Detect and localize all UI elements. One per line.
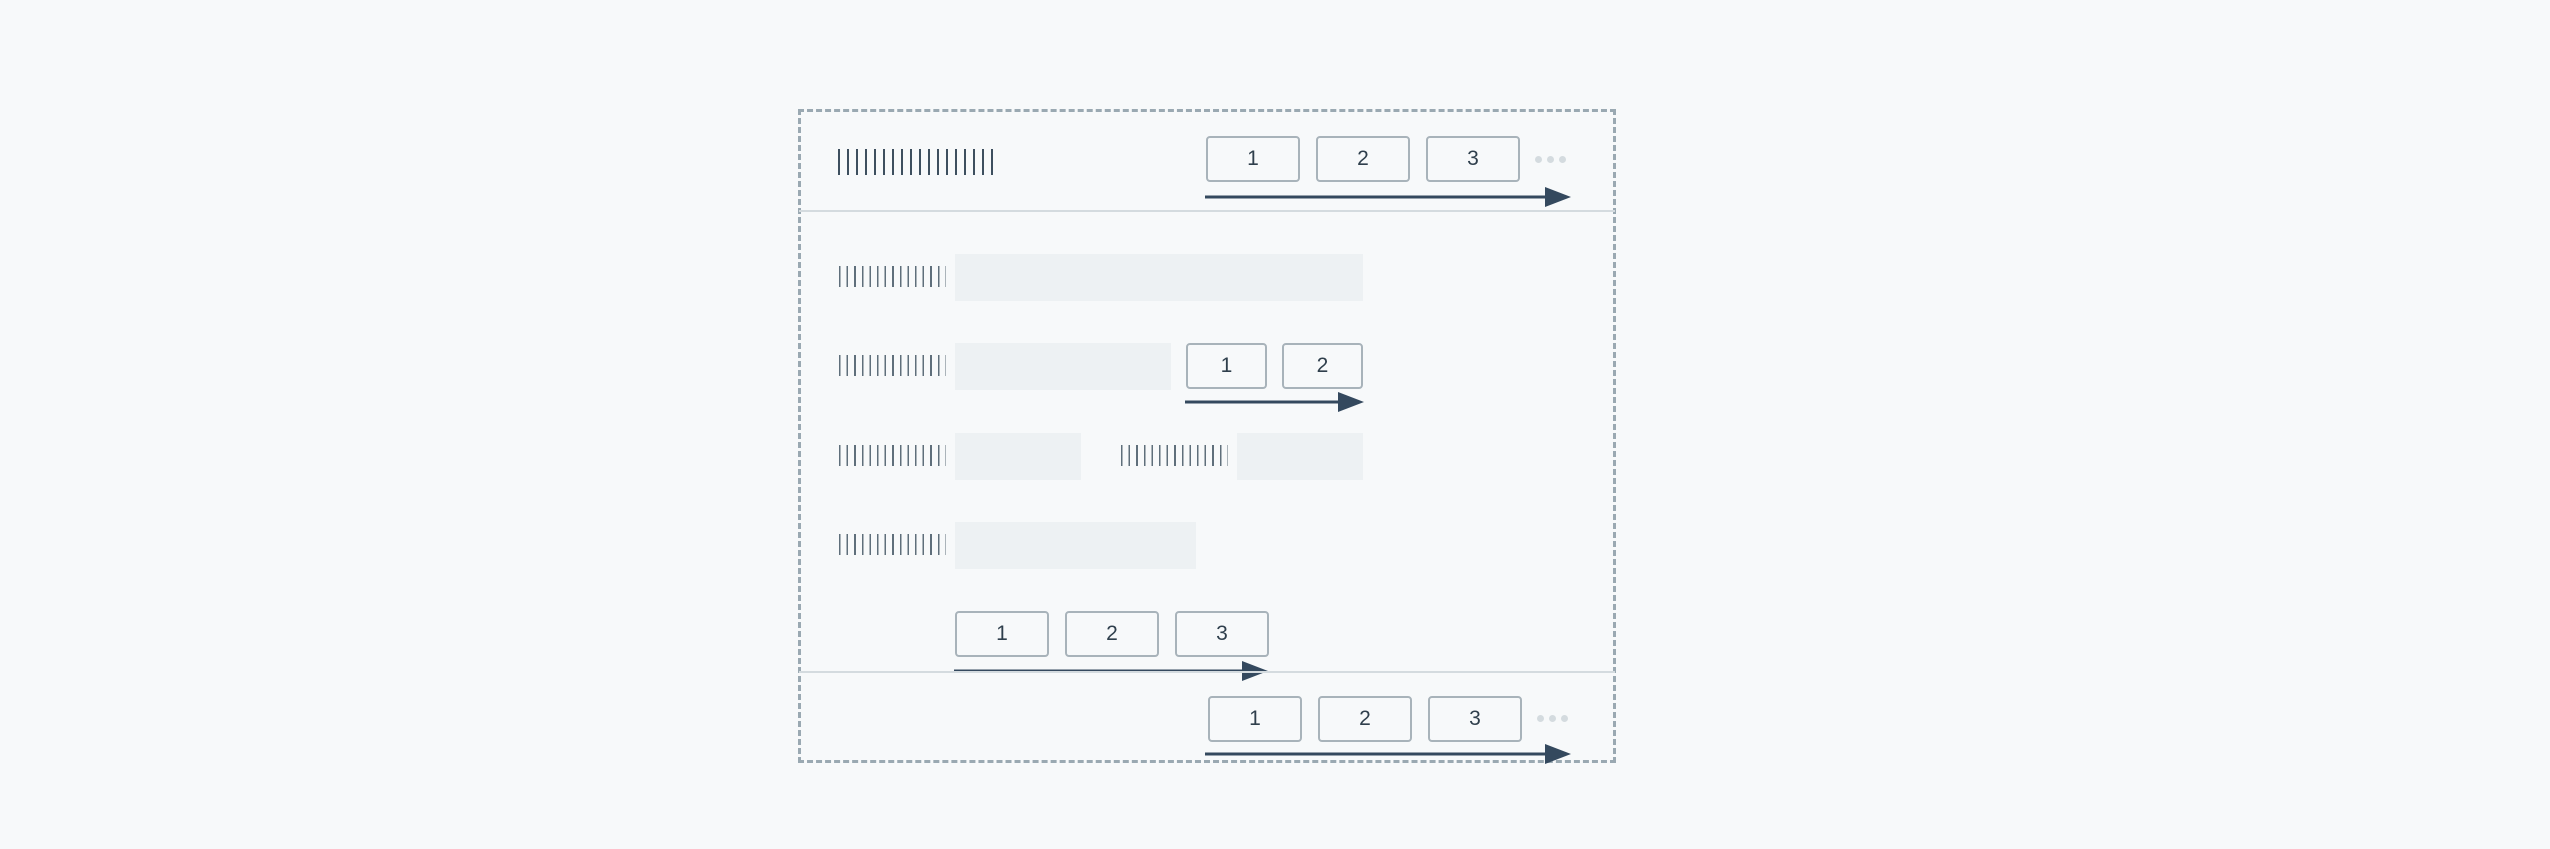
field-input-5[interactable]: [955, 522, 1196, 569]
footer-divider: [799, 671, 1615, 673]
header-title-placeholder: [838, 149, 996, 175]
form-action-button-2[interactable]: 2: [1065, 611, 1159, 657]
footer-button-3[interactable]: 3: [1428, 696, 1522, 742]
field-input-2[interactable]: [955, 343, 1171, 390]
header-tab-2[interactable]: 2: [1316, 136, 1410, 182]
header-divider: [799, 210, 1615, 212]
field-input-1[interactable]: [955, 254, 1363, 301]
layout-frame: [798, 109, 1616, 763]
field-label-2: [839, 355, 946, 376]
arrow-right-icon: [1205, 187, 1571, 207]
arrow-right-icon: [1205, 744, 1571, 764]
field-input-4[interactable]: [1237, 433, 1363, 480]
more-horizontal-icon[interactable]: [1537, 715, 1568, 722]
header-tab-1[interactable]: 1: [1206, 136, 1300, 182]
field-label-1: [839, 266, 946, 287]
row2-button-2[interactable]: 2: [1282, 343, 1363, 389]
field-label-4: [1121, 445, 1228, 466]
more-horizontal-icon[interactable]: [1535, 156, 1566, 163]
field-label-5: [839, 534, 946, 555]
footer-button-2[interactable]: 2: [1318, 696, 1412, 742]
arrow-right-icon: [1185, 392, 1364, 412]
form-action-button-3[interactable]: 3: [1175, 611, 1269, 657]
header-tab-3[interactable]: 3: [1426, 136, 1520, 182]
row2-button-1[interactable]: 1: [1186, 343, 1267, 389]
footer-button-1[interactable]: 1: [1208, 696, 1302, 742]
field-label-3: [839, 445, 946, 466]
form-action-button-1[interactable]: 1: [955, 611, 1049, 657]
field-input-3[interactable]: [955, 433, 1081, 480]
